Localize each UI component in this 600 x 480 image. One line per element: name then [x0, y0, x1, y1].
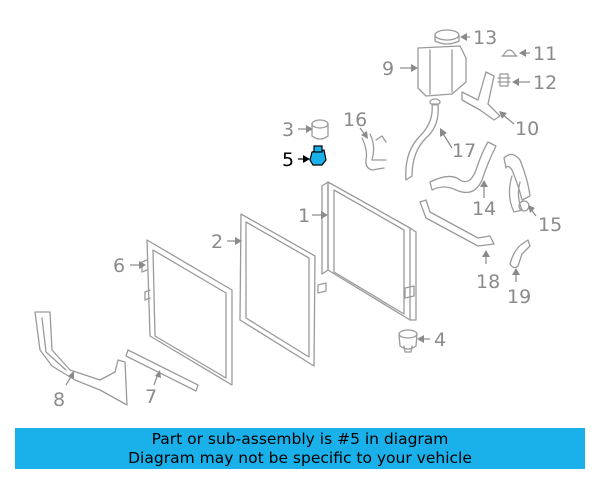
- callout-15[interactable]: 15: [538, 214, 562, 236]
- fitting-drawing: [497, 73, 511, 87]
- callout-4[interactable]: 4: [434, 329, 446, 351]
- lower-hose-drawing: [429, 141, 497, 194]
- small-hose-drawing: [361, 133, 387, 171]
- side-seal-drawing: [34, 311, 128, 406]
- callout-2[interactable]: 2: [211, 231, 223, 253]
- callout-10[interactable]: 10: [515, 118, 539, 140]
- upper-hose-drawing: [405, 98, 441, 181]
- callout-11[interactable]: 11: [533, 43, 557, 65]
- reservoir-bracket-drawing: [461, 71, 501, 121]
- seal-strip-drawing: [125, 349, 199, 392]
- condenser-drawing: [239, 213, 316, 367]
- notice-line-2: Diagram may not be specific to your vehi…: [128, 448, 472, 467]
- outlet-hose-drawing: [503, 153, 531, 213]
- bracket-rail-drawing: [419, 199, 495, 247]
- callout-5[interactable]: 5: [282, 149, 294, 171]
- cap-nut-drawing: [501, 49, 518, 57]
- callout-6[interactable]: 6: [113, 255, 125, 277]
- callout-8[interactable]: 8: [53, 389, 65, 411]
- callout-9[interactable]: 9: [382, 58, 394, 80]
- callout-3[interactable]: 3: [282, 119, 294, 141]
- callout-1[interactable]: 1: [298, 205, 310, 227]
- drain-plug-drawing: [398, 329, 418, 353]
- radiator-cap-drawing: [311, 119, 329, 140]
- notice-line-1: Part or sub-assembly is #5 in diagram: [151, 429, 449, 448]
- clip-drawing: [509, 239, 531, 269]
- callout-16[interactable]: 16: [343, 109, 367, 131]
- radiator-drawing: [317, 181, 417, 321]
- callout-14[interactable]: 14: [472, 198, 496, 220]
- callout-labels: 13 11 9 12 10 3 16 5 17 14 15 1 2 6 18 1…: [53, 27, 562, 411]
- callout-19[interactable]: 19: [507, 286, 531, 308]
- callout-7[interactable]: 7: [145, 386, 157, 408]
- callout-12[interactable]: 12: [533, 72, 557, 94]
- leader-lines: [65, 33, 537, 386]
- callout-18[interactable]: 18: [476, 271, 500, 293]
- callout-17[interactable]: 17: [452, 140, 476, 162]
- notice-banner: Part or sub-assembly is #5 in diagram Di…: [15, 428, 585, 469]
- callout-13[interactable]: 13: [473, 27, 497, 49]
- drain-valve-drawing: [309, 145, 327, 166]
- coolant-reservoir-drawing: [417, 45, 467, 97]
- reservoir-cap-drawing: [434, 29, 460, 45]
